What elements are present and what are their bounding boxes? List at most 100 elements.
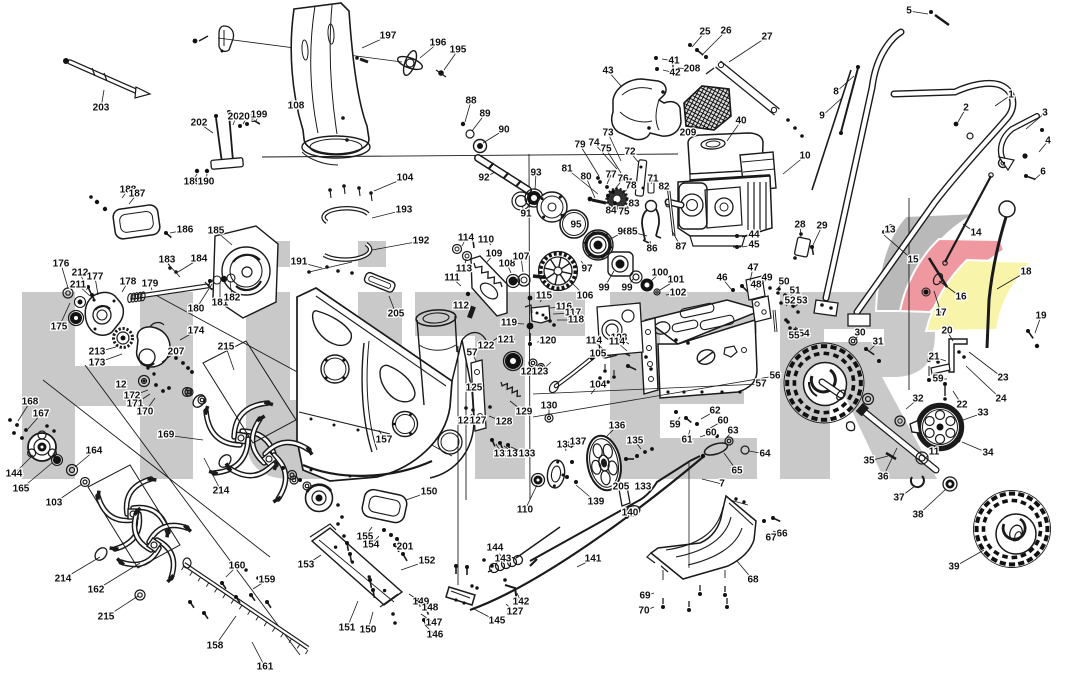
svg-text:103: 103 [46,498,63,509]
svg-text:18: 18 [1020,267,1032,278]
svg-text:115: 115 [536,291,553,302]
svg-text:106: 106 [577,291,594,302]
svg-text:165: 165 [13,484,30,495]
svg-text:143: 143 [495,554,512,565]
svg-text:109: 109 [486,249,503,260]
svg-text:71: 71 [647,174,659,185]
svg-text:60: 60 [705,428,717,439]
svg-text:33: 33 [977,408,989,419]
svg-text:200: 200 [239,112,256,123]
svg-text:129: 129 [516,407,533,418]
svg-text:121: 121 [498,335,515,346]
svg-text:78: 78 [625,181,637,192]
svg-text:34: 34 [982,448,994,459]
svg-text:195: 195 [450,45,467,56]
svg-text:197: 197 [380,31,397,42]
svg-text:87: 87 [675,242,687,253]
svg-text:162: 162 [88,585,105,596]
svg-text:57: 57 [466,348,478,359]
svg-text:67: 67 [765,533,777,544]
svg-text:4: 4 [1045,136,1051,147]
svg-text:170: 170 [137,407,154,418]
svg-text:105: 105 [590,349,607,360]
svg-text:59: 59 [669,420,681,431]
svg-text:6: 6 [1040,167,1046,178]
svg-text:36: 36 [877,472,889,483]
svg-text:205: 205 [613,482,630,493]
svg-text:189: 189 [184,177,201,188]
svg-text:99: 99 [598,283,610,294]
svg-text:203: 203 [93,103,110,114]
svg-text:146: 146 [427,630,444,641]
svg-text:68: 68 [747,575,759,586]
svg-text:175: 175 [51,322,68,333]
svg-text:47: 47 [747,263,759,274]
svg-text:31: 31 [872,337,884,348]
svg-text:20: 20 [941,326,953,337]
svg-text:92: 92 [478,173,490,184]
svg-text:201: 201 [397,542,414,553]
svg-text:24: 24 [995,394,1007,405]
svg-text:139: 139 [588,497,605,508]
svg-text:124: 124 [521,367,538,378]
svg-text:59: 59 [932,374,944,385]
svg-text:142: 142 [513,597,530,608]
svg-text:141: 141 [585,554,602,565]
svg-text:160: 160 [229,561,246,572]
svg-text:40: 40 [735,116,747,127]
svg-text:125: 125 [466,383,483,394]
svg-text:85: 85 [626,227,638,238]
svg-text:119: 119 [501,318,518,329]
svg-text:213: 213 [89,347,106,358]
svg-text:167: 167 [33,409,50,420]
svg-text:184: 184 [191,254,208,265]
svg-text:55: 55 [788,331,800,342]
svg-text:174: 174 [188,326,205,337]
svg-text:127: 127 [507,607,524,618]
svg-text:180: 180 [188,304,205,315]
svg-text:74: 74 [588,138,600,149]
svg-text:44: 44 [748,230,760,241]
svg-text:90: 90 [498,125,510,136]
svg-text:130: 130 [541,401,558,412]
svg-text:182: 182 [224,293,241,304]
svg-text:157: 157 [376,435,393,446]
svg-text:84: 84 [605,206,617,217]
svg-text:8: 8 [833,87,839,98]
svg-text:209: 209 [680,128,697,139]
svg-text:11: 11 [929,447,940,458]
svg-text:120: 120 [540,336,557,347]
svg-text:112: 112 [453,301,470,312]
svg-text:70: 70 [638,606,650,617]
svg-text:7: 7 [719,479,725,490]
svg-text:10: 10 [799,151,811,162]
svg-text:212: 212 [72,268,89,279]
svg-text:63: 63 [727,426,739,437]
svg-text:88: 88 [465,96,477,107]
svg-text:148: 148 [422,603,439,614]
svg-text:153: 153 [298,560,315,571]
svg-text:208: 208 [684,64,701,75]
svg-text:53: 53 [796,296,808,307]
svg-text:66: 66 [776,529,788,540]
svg-text:114: 114 [586,336,603,347]
svg-text:133: 133 [635,482,652,493]
svg-text:77: 77 [605,170,617,181]
svg-text:19: 19 [1035,311,1047,322]
svg-text:108: 108 [499,259,516,270]
svg-text:27: 27 [761,32,773,43]
svg-text:178: 178 [120,277,137,288]
svg-text:190: 190 [198,177,215,188]
svg-text:1: 1 [1008,90,1014,101]
svg-text:117: 117 [565,308,582,319]
svg-text:28: 28 [794,220,806,231]
svg-text:65: 65 [731,466,743,477]
svg-text:91: 91 [520,209,532,220]
svg-text:137: 137 [570,437,587,448]
svg-text:99: 99 [621,283,633,294]
svg-text:83: 83 [628,199,640,210]
svg-text:161: 161 [257,662,274,673]
svg-text:140: 140 [622,508,639,519]
svg-text:202: 202 [191,118,208,129]
svg-text:15: 15 [907,255,919,266]
